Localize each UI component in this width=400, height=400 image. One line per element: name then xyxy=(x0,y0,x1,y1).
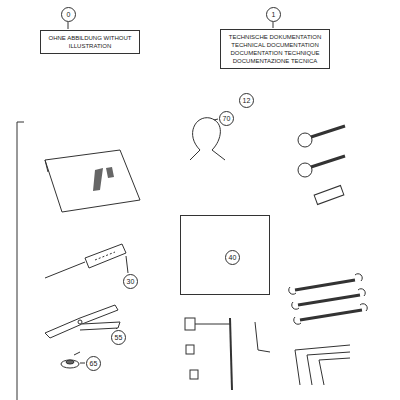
leader-line xyxy=(273,22,274,28)
callout-number: 40 xyxy=(225,250,240,265)
callout-number: 12 xyxy=(239,93,254,108)
cable xyxy=(190,118,225,160)
open-wrench xyxy=(289,274,367,324)
screwdriver xyxy=(45,244,126,278)
leader-line xyxy=(68,22,69,29)
note-box: TECHNISCHE DOKUMENTATION TECHNICAL DOCUM… xyxy=(220,29,330,69)
callout-number: 30 xyxy=(123,274,138,289)
leader-line xyxy=(116,328,117,329)
sockets xyxy=(185,318,270,390)
allen-keys xyxy=(295,345,350,385)
group-bracket xyxy=(17,122,24,400)
ring-spanner xyxy=(298,126,345,204)
callout-number: 70 xyxy=(219,111,234,126)
callout-number: 0 xyxy=(61,7,76,22)
note-box: OHNE ABBILDUNG WITHOUT ILLUSTRATION xyxy=(40,30,140,54)
small-part xyxy=(61,352,80,368)
callout-number: 55 xyxy=(111,330,126,345)
leader-line xyxy=(126,256,128,273)
pliers xyxy=(45,305,120,338)
tool-bag xyxy=(45,150,140,212)
note-text: TECHNISCHE DOKUMENTATION TECHNICAL DOCUM… xyxy=(224,33,326,65)
leader-line xyxy=(214,119,218,120)
leader-line xyxy=(80,363,85,364)
note-text: OHNE ABBILDUNG WITHOUT ILLUSTRATION xyxy=(44,34,136,50)
group-box: 40 xyxy=(180,215,270,295)
callout-number: 65 xyxy=(86,356,101,371)
callout-number: 1 xyxy=(266,7,281,22)
